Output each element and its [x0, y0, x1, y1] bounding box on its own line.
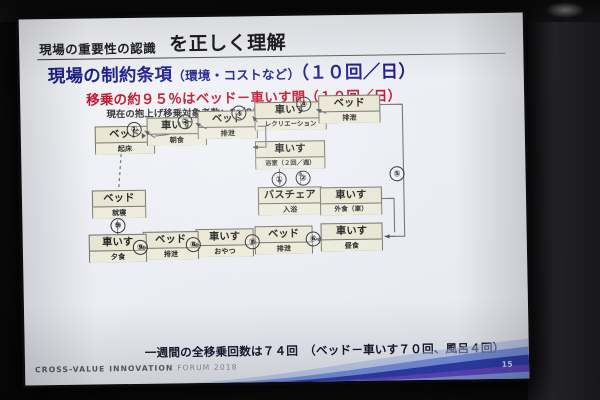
flow-node-wheelchair-outing: 車いす 外食（車）: [319, 186, 383, 216]
bath-step-number-1: ①: [271, 171, 287, 188]
node-subtitle: 外食（車）: [321, 202, 382, 216]
node-subtitle: 入浴: [259, 202, 322, 216]
node-subtitle: 就寝: [93, 205, 146, 219]
node-subtitle: 起床: [95, 141, 155, 155]
footer-swoosh: [25, 334, 530, 385]
ceiling-light-glow: [545, 2, 585, 18]
step-number-2: ②: [177, 114, 193, 130]
step-number-5: ⑤: [389, 166, 405, 182]
node-subtitle: 昼食: [321, 238, 382, 252]
node-subtitle: 排泄: [255, 241, 313, 255]
node-subtitle: 浴室（２回／週）: [256, 156, 325, 170]
step-number-8: ⑧: [185, 237, 201, 253]
step-number-3: ③: [231, 105, 247, 121]
node-title: 車いす: [274, 143, 306, 155]
projection-screen: 現場の重要性の認識 を正しく理解 現場の制約条項（環境・コストなど）（１０回／日…: [15, 9, 533, 389]
node-title: ベッド: [211, 113, 244, 125]
node-title: ベッド: [267, 228, 300, 241]
node-subtitle: おやつ: [196, 244, 254, 258]
node-title: 車いす: [274, 104, 307, 116]
step-number-4: ④: [296, 96, 312, 112]
footer-brand-bold: CROSS-VALUE INNOVATION: [35, 363, 174, 375]
step-number-10: ⑩: [110, 218, 126, 234]
flow-node-wheelchair-lunch: 車いす 昼食: [320, 222, 383, 252]
bath-step-number-2: ②: [295, 170, 311, 186]
room-wall-right: [528, 0, 600, 400]
flow-node-bed-sleep: ベッド 就寝: [91, 189, 147, 219]
flow-node-bed-toilet-2: ベッド 排泄: [318, 94, 381, 124]
node-title: 車いす: [335, 189, 367, 202]
flow-node-wheelchair-recreation: 車いす レクリエーション: [254, 101, 327, 131]
step-number-6: ⑥: [305, 231, 321, 247]
flow-node-bed-toilet-3: ベッド 排泄: [254, 225, 314, 255]
node-subtitle: レクリエーション: [255, 117, 326, 131]
node-title: ベッド: [333, 97, 365, 110]
footer-brand-light: FORUM 2018: [177, 362, 238, 373]
node-title: ベッド: [103, 192, 135, 205]
node-title: バスチェア: [263, 189, 317, 202]
flow-node-bed-toilet-1: ベッド 排泄: [197, 110, 258, 140]
presentation-slide: 現場の重要性の認識 を正しく理解 現場の制約条項（環境・コストなど）（１０回／日…: [18, 12, 530, 386]
node-subtitle: 排泄: [198, 126, 257, 140]
node-title: 車いす: [335, 225, 368, 238]
node-subtitle: 排泄: [319, 110, 380, 124]
transfer-flow-diagram: ベッド 起床 車いす 朝食 ベッド 排泄 車いす レクリエーション ベッド: [19, 13, 530, 386]
flow-node-wheelchair-bath: 車いす 浴室（２回／週）: [254, 140, 326, 170]
flow-node-bathchair: バスチェア 入浴: [257, 186, 323, 216]
page-number: 15: [501, 359, 514, 369]
